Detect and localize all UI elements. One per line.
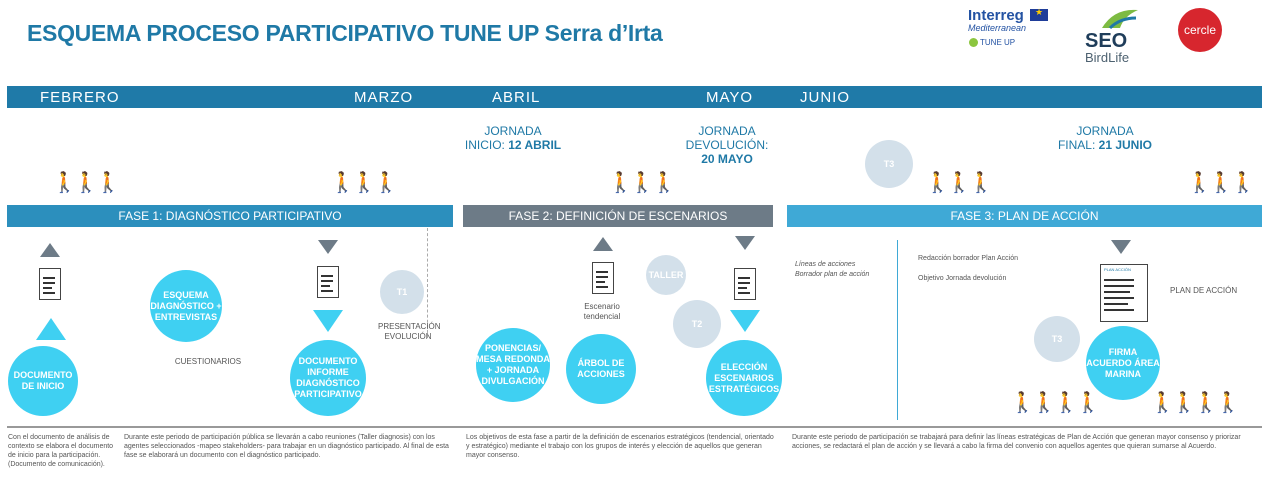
jornada-inicio-l1: JORNADA xyxy=(484,124,542,138)
circle-documento-informe: DOCUMENTO INFORME DIAGNÓSTICO PARTICIPAT… xyxy=(290,340,366,416)
jornada-inicio: JORNADA INICIO: 12 ABRIL xyxy=(458,124,568,152)
people-group-icon: 🚶🚶🚶 xyxy=(330,172,399,194)
interreg-sub: Mediterranean xyxy=(968,23,1027,33)
seo-birdlife-logo: SEO BirdLife xyxy=(1082,6,1142,65)
arrow-down-icon xyxy=(318,240,338,254)
circle-arbol: ÁRBOL DE ACCIONES xyxy=(566,334,636,404)
bird-icon xyxy=(1102,9,1138,30)
month-abril: ABRIL xyxy=(492,89,541,106)
note-1: Con el documento de análisis de contexto… xyxy=(8,434,114,468)
note-3: Los objetivos de esta fase a partir de l… xyxy=(466,434,774,459)
jornada-devolucion-l2: DEVOLUCIÓN: xyxy=(685,138,769,152)
label-cuestionarios: CUESTIONARIOS xyxy=(174,357,242,366)
people-group-faded-icon: 🚶🚶🚶🚶 xyxy=(1150,392,1241,414)
circle-t3-top: T3 xyxy=(865,140,913,188)
circle-t2: T2 xyxy=(673,300,721,348)
people-group-icon: 🚶🚶🚶 xyxy=(52,172,121,194)
interreg-name: Interreg xyxy=(968,7,1024,24)
arrow-down-icon xyxy=(735,236,755,250)
document-icon xyxy=(39,268,61,300)
seo-name: SEO xyxy=(1085,30,1128,52)
circle-ponencias: PONENCIAS/ MESA REDONDA + JORNADA DIVULG… xyxy=(476,328,550,402)
label-lineas: Líneas de acciones xyxy=(795,261,856,268)
document-icon xyxy=(317,266,339,298)
people-group-faded-icon: 🚶🚶🚶🚶 xyxy=(1010,392,1101,414)
arrow-up-icon xyxy=(593,237,613,251)
interreg-logo: Interreg Mediterranean TUNE UP xyxy=(968,7,1048,57)
jornada-final-l1: JORNADA xyxy=(1076,124,1134,138)
month-junio: JUNIO xyxy=(800,89,850,106)
seo-sub: BirdLife xyxy=(1085,50,1130,65)
phase-divider xyxy=(427,228,429,338)
arrow-down-icon xyxy=(1111,240,1131,254)
circle-t1: T1 xyxy=(380,270,424,314)
jornada-inicio-l2: INICIO: xyxy=(464,138,505,152)
jornada-final-l2: FINAL: xyxy=(1057,138,1096,152)
phase-3-bar: FASE 3: PLAN DE ACCIÓN xyxy=(787,205,1262,227)
arrow-down-cyan-icon xyxy=(730,310,760,332)
people-group-icon: 🚶🚶🚶 xyxy=(1187,172,1256,194)
jornada-devolucion-l1: JORNADA xyxy=(698,124,756,138)
circle-documento-inicio: DOCUMENTO DE INICIO xyxy=(8,346,78,416)
month-mayo: MAYO xyxy=(706,89,754,106)
tune-up-dot-icon xyxy=(969,38,978,47)
circle-t3-mid: T3 xyxy=(1034,316,1080,362)
phase-divider xyxy=(897,240,898,420)
arrow-up-cyan-icon xyxy=(36,318,66,340)
label-plan-accion: PLAN DE ACCIÓN xyxy=(1170,286,1238,295)
phase-2-bar: FASE 2: DEFINICIÓN DE ESCENARIOS ESTRATÉ… xyxy=(463,205,773,245)
people-group-icon: 🚶🚶🚶 xyxy=(925,172,994,194)
label-escenario: Escenario tendencial xyxy=(583,302,621,321)
arrow-up-icon xyxy=(40,243,60,257)
cercle-logo: cercle xyxy=(1178,8,1222,52)
month-febrero: FEBRERO xyxy=(40,89,120,106)
jornada-devolucion: JORNADA DEVOLUCIÓN: 20 MAYO xyxy=(672,124,782,166)
jornada-final-date: 21 JUNIO xyxy=(1098,138,1153,152)
label-objetivo: Objetivo Jornada devolución xyxy=(918,275,1007,282)
document-icon xyxy=(734,268,756,300)
month-marzo: MARZO xyxy=(354,89,414,106)
label-redaccion: Redacción borrador Plan Acción xyxy=(918,255,1019,262)
interreg-tune: TUNE UP xyxy=(980,38,1016,47)
jornada-inicio-date: 12 ABRIL xyxy=(508,138,562,152)
page-title: ESQUEMA PROCESO PARTICIPATIVO TUNE UP Se… xyxy=(27,20,663,46)
eu-flag-icon xyxy=(1030,7,1048,21)
document-icon xyxy=(592,262,614,294)
circle-eleccion: ELECCIÓN ESCENARIOS ESTRATÉGICOS xyxy=(706,340,782,416)
note-2: Durante este periodo de participación pú… xyxy=(124,434,449,459)
phase-1-bar: FASE 1: DIAGNÓSTICO PARTICIPATIVO xyxy=(7,205,453,227)
arrow-down-cyan-icon xyxy=(313,310,343,332)
circle-firma: FIRMA ACUERDO ÁREA MARINA xyxy=(1086,326,1160,400)
plan-accion-document-icon: PLAN ACCIÓN xyxy=(1100,264,1148,322)
doc-plan-label: PLAN ACCIÓN xyxy=(1104,267,1131,272)
label-borrador: Borrador plan de acción xyxy=(795,271,870,278)
label-presentacion: PRESENTACIÓN EVOLUCIÓN xyxy=(378,322,441,341)
circle-esquema: ESQUEMA DIAGNÓSTICO + ENTREVISTAS xyxy=(150,270,222,342)
people-group-icon: 🚶🚶🚶 xyxy=(608,172,677,194)
jornada-final: JORNADA FINAL: 21 JUNIO xyxy=(1050,124,1160,152)
timeline-bar xyxy=(7,86,1262,108)
jornada-devolucion-date: 20 MAYO xyxy=(701,152,753,166)
circle-taller: TALLER xyxy=(646,255,686,295)
baseline xyxy=(7,426,1262,428)
note-4: Durante este periodo de participación se… xyxy=(792,434,1241,450)
